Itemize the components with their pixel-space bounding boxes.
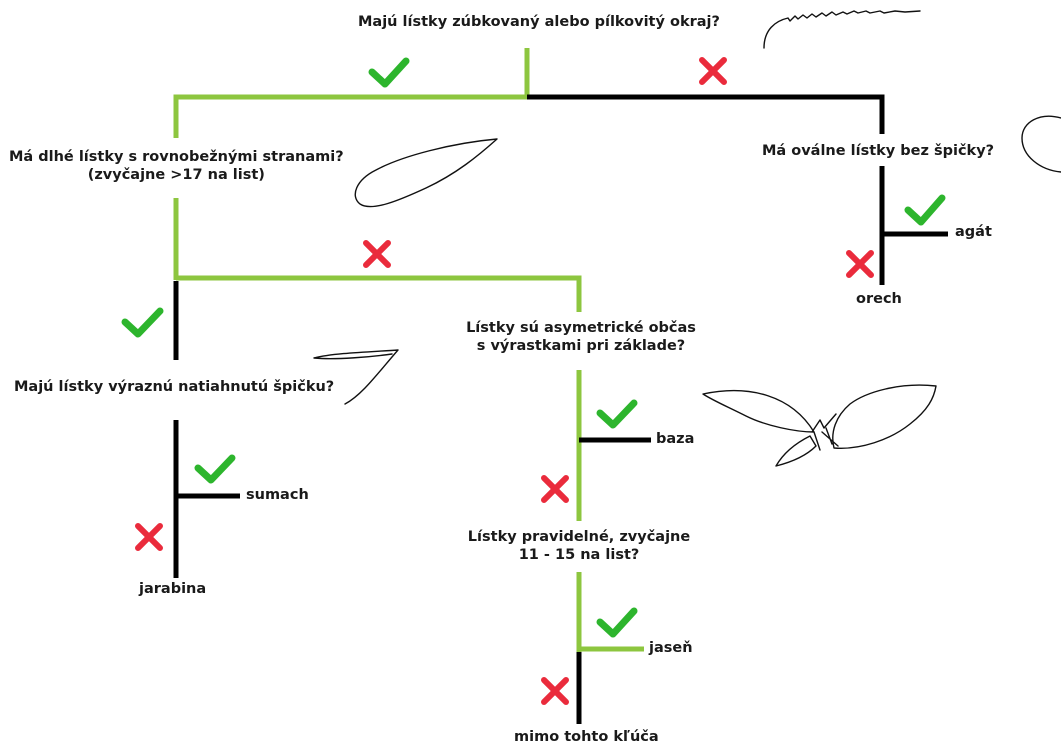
result-outside-key: mimo tohto kľúča xyxy=(514,729,659,745)
asymmetric-leaves-sketch xyxy=(702,384,937,467)
check-icon xyxy=(194,454,236,484)
connector-line xyxy=(173,94,527,138)
serrated-leaf-edge-sketch xyxy=(763,10,921,49)
cross-icon xyxy=(541,677,569,705)
question-oval-leaves: Má oválne lístky bez špičky? xyxy=(762,143,995,159)
result-orech: orech xyxy=(856,291,902,307)
result-jarabina: jarabina xyxy=(139,581,207,597)
cross-icon xyxy=(699,57,727,85)
result-jasen: jaseň xyxy=(649,640,693,656)
question-long-leaves: Má dlhé lístky s rovnobežnými stranami? … xyxy=(9,148,344,184)
cross-icon xyxy=(541,475,569,503)
question-serrated-edge: Majú lístky zúbkovaný alebo pílkovitý ok… xyxy=(358,14,720,30)
cross-icon xyxy=(846,250,874,278)
check-icon xyxy=(121,307,164,338)
result-baza: baza xyxy=(656,431,695,447)
pointed-leaf-sketch xyxy=(313,349,399,405)
result-sumach: sumach xyxy=(246,487,309,503)
cross-icon xyxy=(135,523,163,551)
result-agat: agát xyxy=(955,224,992,240)
question-asymmetric-leaves-line2: s výrastkami pri základe? xyxy=(476,338,686,354)
question-pointed-tip: Majú lístky výraznú natiahnutú špičku? xyxy=(14,379,335,395)
cross-icon xyxy=(363,240,391,268)
question-long-leaves-line1: Má dlhé lístky s rovnobežnými stranami? xyxy=(9,149,344,165)
check-icon xyxy=(904,194,946,226)
check-icon xyxy=(596,607,638,638)
oval-leaf-sketch xyxy=(1021,115,1061,173)
check-icon xyxy=(368,57,410,88)
question-regular-leaves-line2: 11 - 15 na list? xyxy=(518,547,640,563)
question-asymmetric-leaves-line1: Lístky sú asymetrické občas xyxy=(466,320,696,336)
question-regular-leaves-line1: Lístky pravidelné, zvyčajne xyxy=(467,529,691,545)
question-regular-leaves: Lístky pravidelné, zvyčajne 11 - 15 na l… xyxy=(453,528,705,564)
long-leaf-sketch xyxy=(354,138,498,208)
question-long-leaves-line2: (zvyčajne >17 na list) xyxy=(87,167,265,183)
connector-line xyxy=(176,275,582,312)
connector-line xyxy=(527,94,885,134)
check-icon xyxy=(596,399,638,429)
question-asymmetric-leaves: Lístky sú asymetrické občas s výrastkami… xyxy=(455,319,707,355)
